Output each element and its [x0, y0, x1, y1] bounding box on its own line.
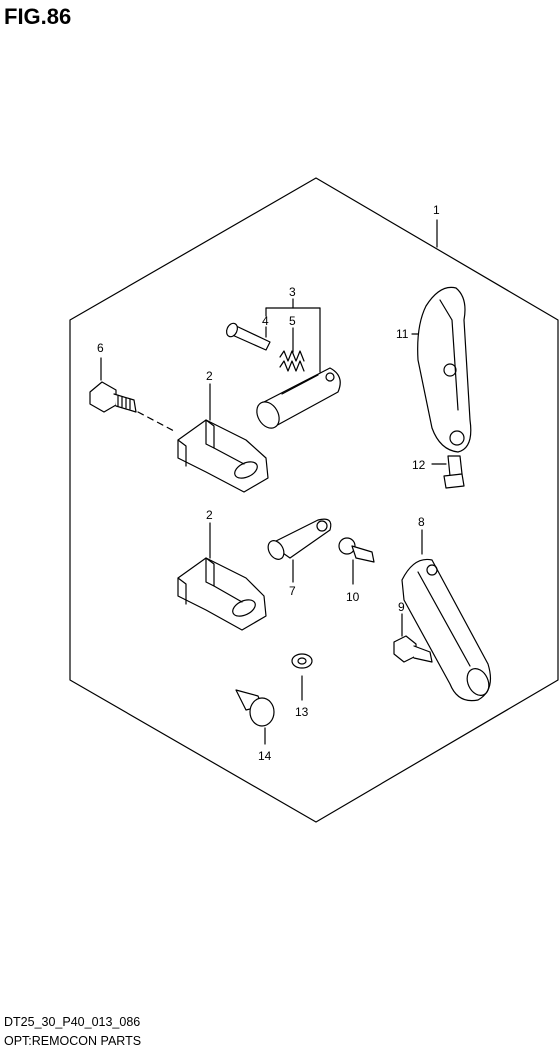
callout-7: 7	[289, 584, 296, 598]
callout-2-upper: 2	[206, 369, 213, 383]
figure-title: FIG.86	[4, 4, 72, 29]
callout-1: 1	[433, 203, 440, 217]
callout-2-lower: 2	[206, 508, 213, 522]
callout-4: 4	[262, 314, 269, 328]
kit-outline	[69, 177, 559, 823]
shaft-part-3	[256, 367, 341, 429]
washer-part-13	[291, 653, 313, 701]
callout-3: 3	[289, 285, 296, 299]
callout-14: 14	[258, 749, 272, 763]
callout-10: 10	[346, 590, 360, 604]
callout-8: 8	[418, 515, 425, 529]
spring-part-5	[279, 327, 305, 372]
arm-part-8	[401, 529, 491, 702]
footer: DT25_30_P40_013_086 OPT:REMOCON PARTS	[4, 1013, 141, 1051]
bolt-part-6	[89, 357, 177, 433]
bolt-part-9	[393, 613, 433, 663]
screw-part-12	[431, 455, 465, 489]
callout-11: 11	[396, 327, 409, 341]
diagram-caption: OPT:REMOCON PARTS	[4, 1034, 142, 1048]
diagram-code: DT25_30_P40_013_086	[4, 1015, 141, 1029]
lever-part-11	[411, 286, 472, 453]
callout-12: 12	[412, 458, 426, 472]
pin-part-4	[225, 322, 271, 351]
callout-9: 9	[398, 600, 405, 614]
cap-part-14	[235, 689, 275, 745]
leader-3	[265, 298, 321, 373]
bracket-part-2-upper	[177, 383, 269, 493]
rod-end-part-7	[267, 518, 332, 583]
ball-stud-part-10	[338, 537, 375, 585]
callout-5: 5	[289, 314, 296, 328]
callout-6: 6	[97, 341, 104, 355]
callout-13: 13	[295, 705, 309, 719]
bracket-part-2-lower	[177, 522, 267, 631]
